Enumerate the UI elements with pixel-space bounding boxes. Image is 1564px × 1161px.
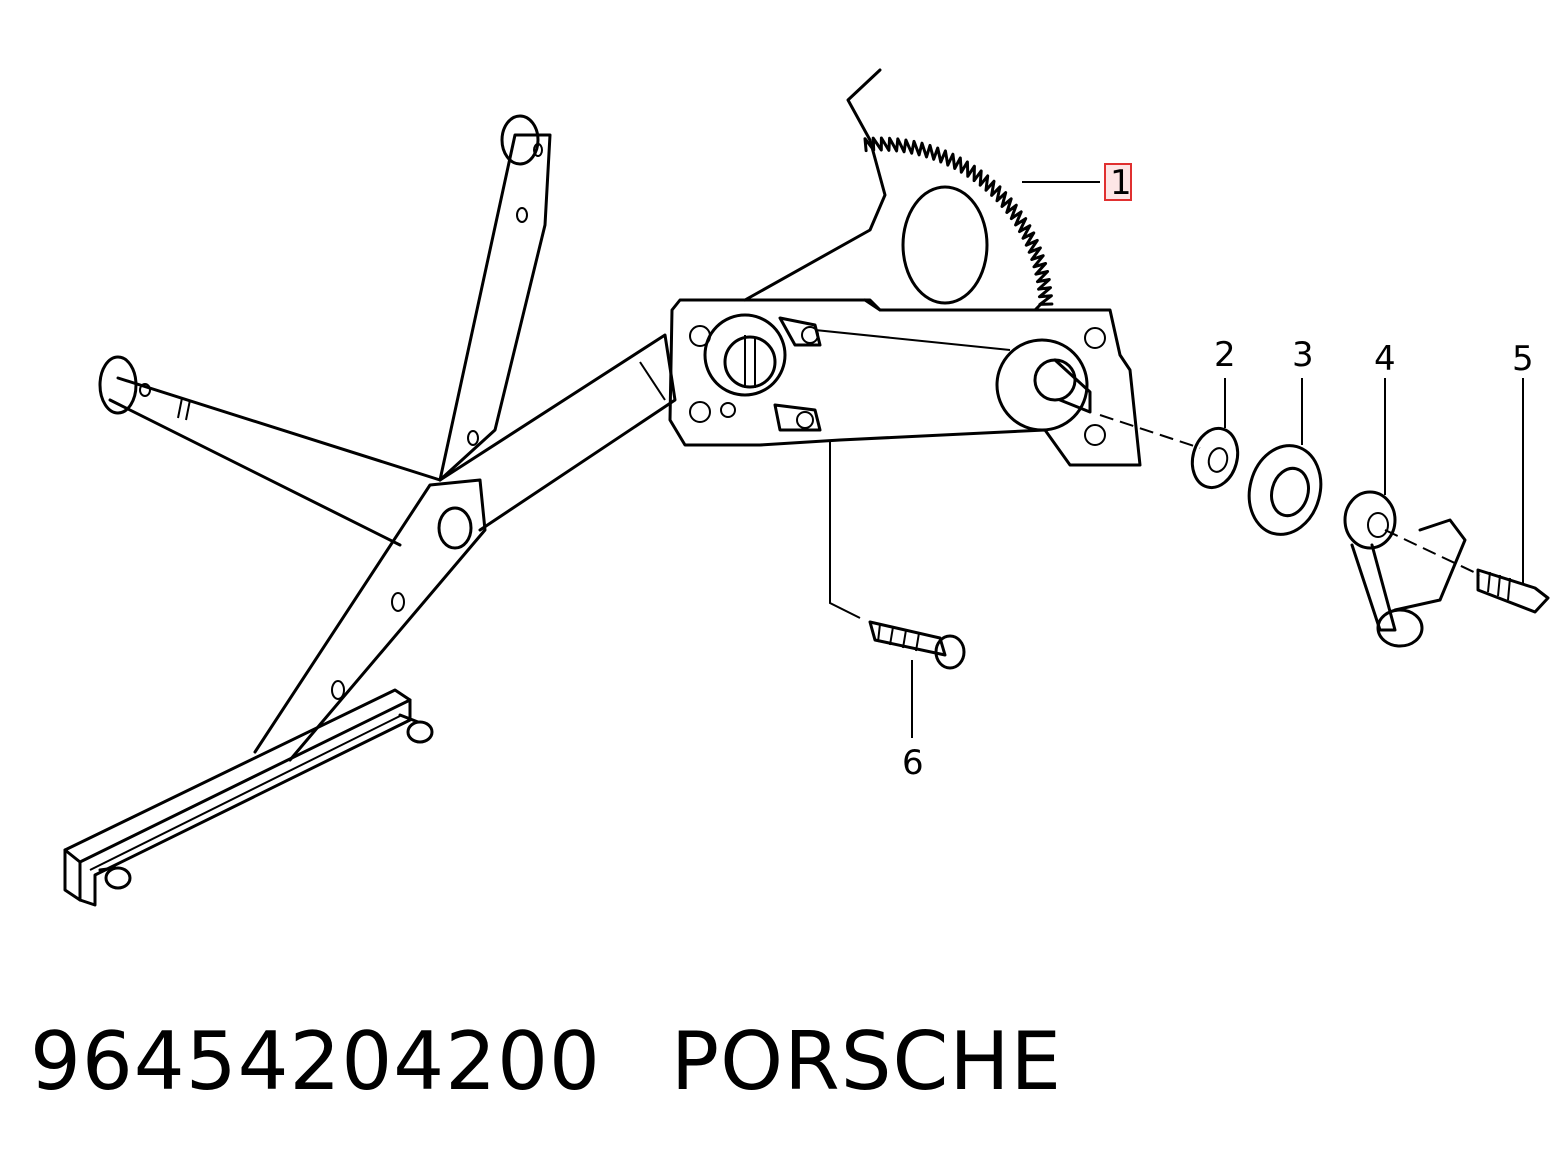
- part-label-2[interactable]: 2: [1214, 335, 1236, 375]
- part-label-1[interactable]: 1: [1110, 163, 1132, 203]
- washer-part-2: [1190, 426, 1240, 490]
- upper-roller-arm: [438, 114, 552, 482]
- part-caption: 96454204200 PORSCHE: [30, 1015, 1132, 1108]
- crank-handle-part-4: [1343, 490, 1467, 648]
- part-label-6[interactable]: 6: [902, 743, 924, 783]
- bushing-part-3: [1247, 444, 1323, 536]
- screw-part-5: [1476, 568, 1550, 614]
- brand-name: PORSCHE: [670, 1015, 1063, 1108]
- sector-gear: [743, 68, 1054, 312]
- part-label-4[interactable]: 4: [1374, 339, 1396, 379]
- screw-axis: [1384, 529, 1481, 576]
- main-lift-arm: [253, 333, 677, 762]
- bolt-part-6: [868, 620, 966, 670]
- part-number: 96454204200: [30, 1015, 601, 1108]
- lower-rail: [63, 688, 434, 907]
- shaft-axis: [1099, 414, 1201, 449]
- leader-6: [829, 440, 913, 738]
- part-label-5[interactable]: 5: [1512, 339, 1534, 379]
- part-label-3[interactable]: 3: [1292, 335, 1314, 375]
- mounting-plate: [668, 298, 1142, 467]
- left-roller-arm: [98, 355, 442, 547]
- highlight-box-part-1: [1104, 163, 1132, 201]
